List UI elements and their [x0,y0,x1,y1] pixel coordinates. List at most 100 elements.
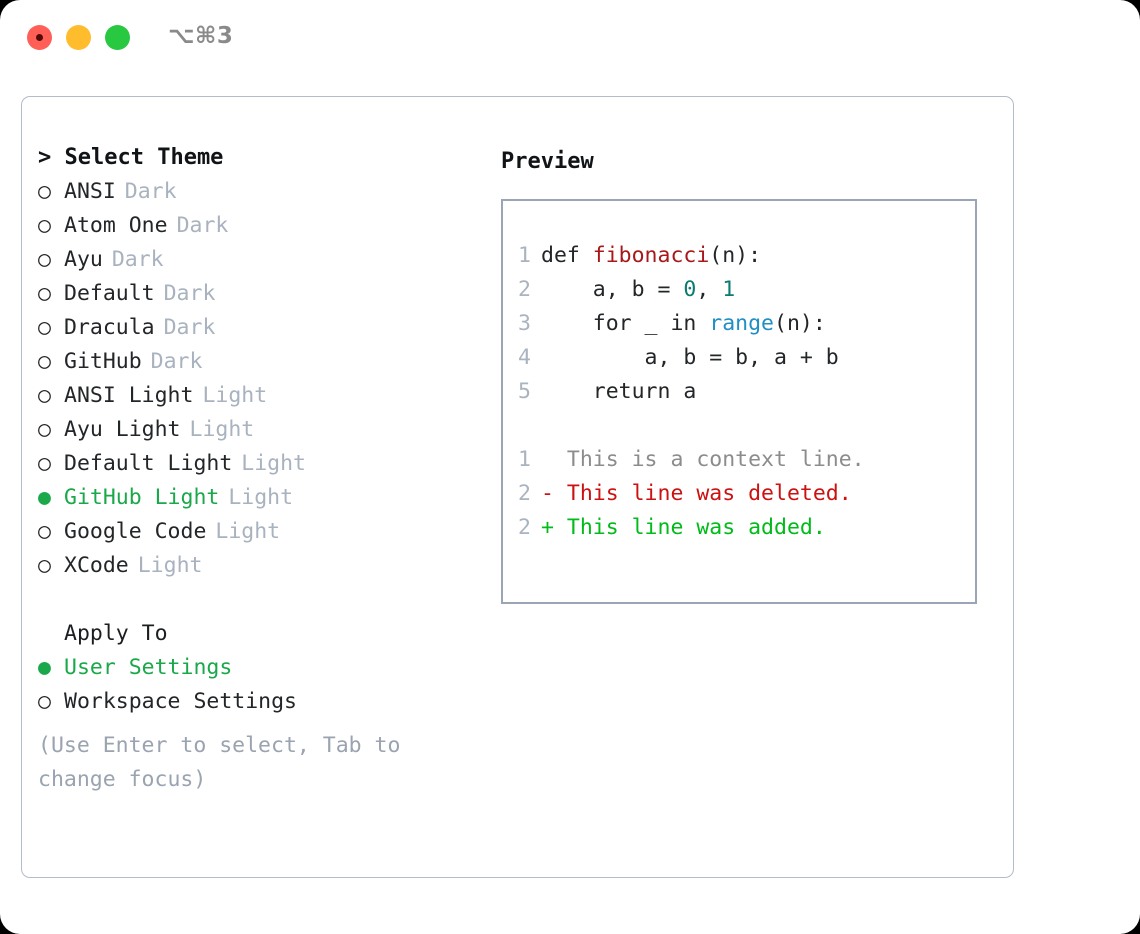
code-token: for _ in [541,311,710,336]
radio-unselected-icon[interactable]: ○ [38,519,51,544]
code-token: fibonacci [592,243,710,268]
apply-to-heading: ○ Apply To [38,621,478,655]
line-number: 2 [518,481,531,506]
line-number: 3 [518,311,531,336]
theme-variant-badge: Dark [111,247,164,272]
diff-marker: - [541,481,554,506]
theme-variant-badge: Dark [176,213,229,238]
diff-line: 2+ This line was added. [503,515,975,549]
theme-name: GitHub [64,349,142,374]
theme-name: Ayu Light [64,417,181,442]
diff-line: 1 This is a context line. [503,447,975,481]
radio-unselected-icon[interactable]: ○ [38,179,51,204]
theme-list-item[interactable]: ○ ANSI Light Light [38,383,478,417]
theme-selector-header-label: > Select Theme [38,145,224,170]
close-icon[interactable] [27,25,52,50]
apply-to-heading-bullet-placeholder: ○ [38,623,64,645]
line-number: 2 [518,515,531,540]
apply-to-title: Apply To [64,621,168,646]
code-line: 4 a, b = b, a + b [503,345,975,379]
code-token: (n): [774,311,826,336]
theme-name: Ayu [64,247,103,272]
theme-name: ANSI [64,179,116,204]
code-diff-spacer [503,413,975,447]
theme-list-item[interactable]: ○ Atom One Dark [38,213,478,247]
theme-name: Atom One [64,213,168,238]
radio-unselected-icon[interactable]: ○ [38,315,51,340]
line-number: 1 [518,447,531,472]
theme-variant-badge: Light [215,519,281,544]
theme-variant-badge: Light [202,383,268,408]
apply-to-options: ● User Settings ○Workspace Settings [38,655,478,723]
list-spacer [38,587,478,621]
theme-list-item[interactable]: ○ ANSI Dark [38,179,478,213]
diff-text: This line was deleted. [553,481,852,506]
radio-unselected-icon[interactable]: ○ [38,281,51,306]
line-number: 1 [518,243,531,268]
radio-unselected-icon[interactable]: ○ [38,689,51,714]
radio-unselected-icon[interactable]: ○ [38,417,51,442]
code-token: 0 [683,277,697,302]
diff-marker [541,447,554,472]
theme-variant-badge: Dark [124,179,177,204]
theme-name: Google Code [64,519,207,544]
theme-variant-badge: Dark [163,281,216,306]
theme-name: Default [64,281,155,306]
code-token: 1 [722,277,736,302]
radio-unselected-icon[interactable]: ○ [38,349,51,374]
apply-to-option-label: User Settings [64,655,233,680]
diff-text: This is a context line. [553,447,865,472]
theme-list-item[interactable]: ○ Google Code Light [38,519,478,553]
radio-unselected-icon[interactable]: ○ [38,213,51,238]
theme-selector-header: > Select Theme [38,145,478,179]
theme-variant-badge: Dark [150,349,203,374]
theme-variant-badge: Light [241,451,307,476]
code-token: range [709,311,775,336]
radio-unselected-icon[interactable]: ○ [38,383,51,408]
line-number: 4 [518,345,531,370]
keyboard-hint: (Use Enter to select, Tab to change focu… [38,733,401,792]
diff-sample: 1 This is a context line.2- This line wa… [503,447,975,549]
line-number: 5 [518,379,531,404]
theme-list-item[interactable]: ○ GitHub Dark [38,349,478,383]
diff-line: 2- This line was deleted. [503,481,975,515]
radio-selected-icon[interactable]: ● [38,655,51,680]
radio-unselected-icon[interactable]: ○ [38,553,51,578]
line-number: 2 [518,277,531,302]
minimize-icon[interactable] [66,25,91,50]
theme-list-item[interactable]: ○ Ayu Light Light [38,417,478,451]
radio-unselected-icon[interactable]: ○ [38,247,51,272]
code-token: return a [541,379,697,404]
code-line: 5 return a [503,379,975,413]
theme-list-item[interactable]: ○ Ayu Dark [38,247,478,281]
theme-list-item[interactable]: ○ Default Dark [38,281,478,315]
preview-title: Preview [501,149,594,174]
diff-text: This line was added. [553,515,826,540]
apply-to-option[interactable]: ● User Settings [38,655,478,689]
radio-selected-icon[interactable]: ● [38,485,51,510]
radio-unselected-icon[interactable]: ○ [38,451,51,476]
code-line: 2 a, b = 0, 1 [503,277,975,311]
code-token: , [696,277,723,302]
theme-list-item[interactable]: ○ XCode Light [38,553,478,587]
maximize-icon[interactable] [105,25,130,50]
theme-variant-badge: Light [137,553,203,578]
theme-name: XCode [64,553,129,578]
code-token: a, b = b, a + b [541,345,839,370]
code-token: def [541,243,593,268]
apply-to-option[interactable]: ○Workspace Settings [38,689,478,723]
theme-variant-badge: Light [189,417,255,442]
theme-name: ANSI Light [64,383,194,408]
theme-variant-badge: Dark [163,315,216,340]
